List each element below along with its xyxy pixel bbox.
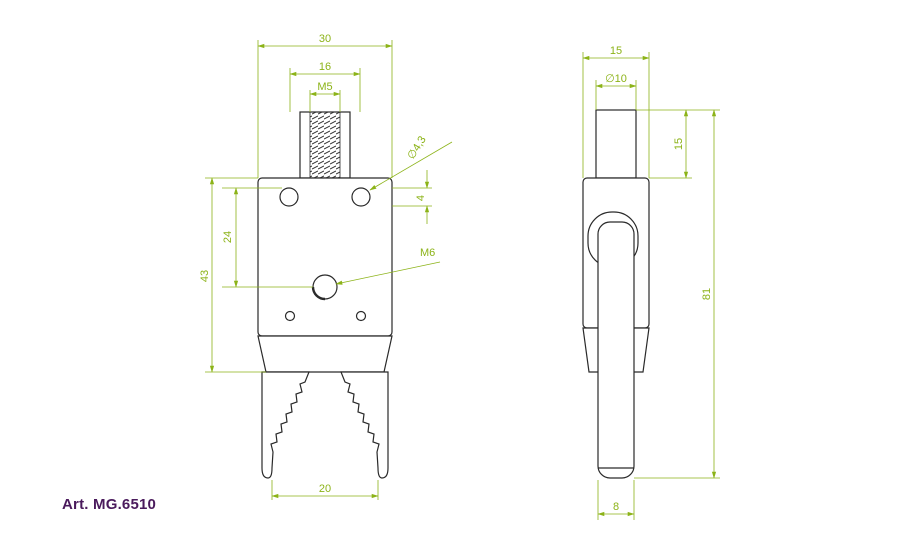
article-number: Art. MG.6510 <box>62 496 157 513</box>
dim-overall-depth: 15 <box>610 45 622 57</box>
dim-thread: M5 <box>317 81 332 93</box>
dim-stem-diameter: ∅10 <box>605 73 627 85</box>
dim-hole-offset: 4 <box>415 195 427 201</box>
pivot-hole-shade <box>311 286 326 301</box>
dim-overall-width: 30 <box>319 33 331 45</box>
side-jaw <box>597 221 635 479</box>
dim-jaw-thickness: 8 <box>613 501 619 513</box>
dim-jaw-opening: 20 <box>319 483 331 495</box>
thread-hatching <box>309 111 341 179</box>
dim-thread-housing-width: 16 <box>319 61 331 73</box>
dim-body-height: 43 <box>199 270 211 282</box>
side-dimensions <box>582 52 720 520</box>
dim-total-height: 81 <box>701 288 713 300</box>
small-hole-left <box>284 310 296 322</box>
side-view <box>582 109 650 479</box>
main-body <box>257 177 393 337</box>
side-stem <box>595 109 637 179</box>
dim-hole-to-pivot: 24 <box>222 231 234 243</box>
right-jaw <box>340 371 389 479</box>
left-jaw <box>261 371 310 479</box>
front-view <box>257 111 393 479</box>
dim-stem-length: 15 <box>673 138 685 150</box>
mounting-hole-right <box>351 187 371 207</box>
front-dimensions <box>205 40 453 500</box>
mounting-hole-left <box>279 187 299 207</box>
dim-pivot-thread: M6 <box>420 247 435 259</box>
small-hole-right <box>355 310 367 322</box>
jaw-collar <box>257 335 393 373</box>
dimension-labels: 30 16 M5 ∅4,3 4 24 43 M6 20 15 ∅10 15 81… <box>199 33 713 513</box>
